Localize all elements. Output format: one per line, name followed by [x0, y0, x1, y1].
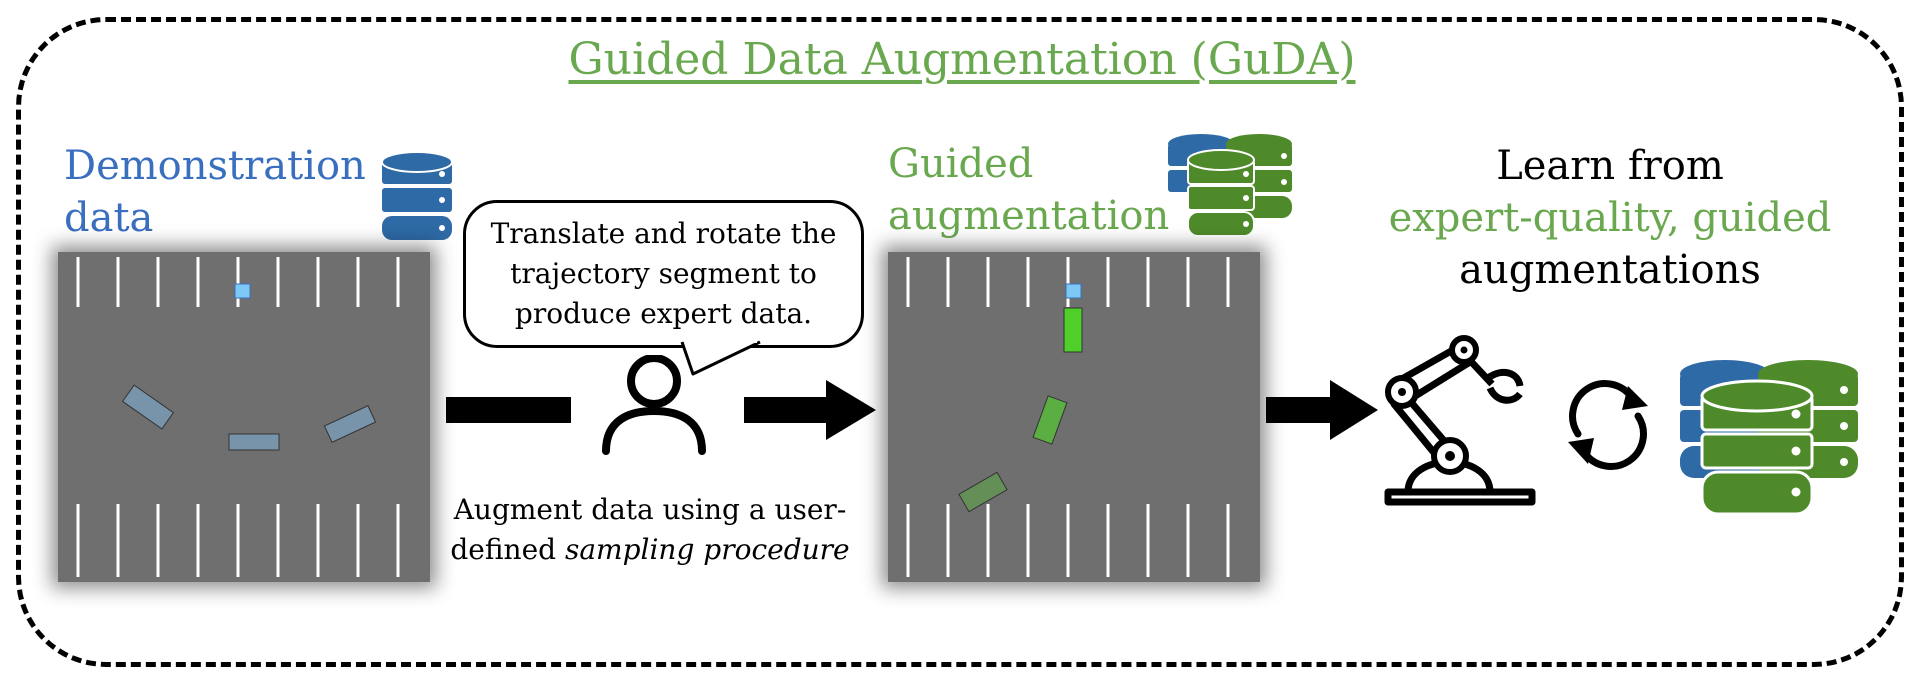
learn-line1: Learn from — [1496, 143, 1724, 189]
car-3 — [323, 405, 377, 443]
guided-label-line2: augmentation — [888, 193, 1170, 239]
dashed-frame — [16, 17, 1904, 667]
speech-bubble-tail — [680, 340, 761, 376]
car-1 — [121, 384, 175, 430]
guided-label-line1: Guided — [888, 141, 1034, 187]
learn-text: Learn from expert-quality, guided augmen… — [1380, 140, 1840, 296]
demo-label-line2: data — [64, 195, 154, 241]
arrow-right-icon — [744, 380, 876, 440]
demo-label-line1: Demonstration — [64, 143, 366, 189]
speech-bubble: Translate and rotate the trajectory segm… — [463, 200, 864, 348]
car-far — [958, 471, 1008, 513]
car-mid — [1032, 395, 1068, 445]
robot-arm-icon — [1384, 335, 1536, 506]
guided-label: Guided augmentation — [888, 138, 1169, 242]
stacked-database-icon — [1168, 134, 1292, 237]
arrow-bar-left — [446, 397, 571, 423]
augment-caption-plain: defined — [450, 533, 565, 566]
car-near — [1063, 307, 1083, 353]
goal-marker — [234, 283, 251, 299]
augment-caption-line2: defined sampling procedure — [430, 530, 870, 570]
goal-marker — [1065, 283, 1082, 299]
database-icon — [381, 151, 453, 240]
speech-bubble-text: Translate and rotate the trajectory segm… — [490, 217, 837, 330]
demo-parking-lot — [58, 252, 430, 582]
refresh-cycle-icon — [1568, 380, 1648, 470]
user-icon — [602, 355, 706, 455]
augment-caption-italic: sampling procedure — [564, 533, 850, 566]
learn-line3: augmentations — [1459, 247, 1761, 293]
learn-line2: expert-quality, guided — [1388, 195, 1832, 241]
car-2 — [228, 433, 280, 451]
diagram-title: Guided Data Augmentation (GuDA) — [568, 34, 1356, 85]
arrow-right-icon-2 — [1266, 380, 1378, 440]
demo-label: Demonstration data — [64, 140, 366, 244]
augment-caption: Augment data using a user- defined sampl… — [430, 490, 870, 570]
augment-caption-line1: Augment data using a user- — [453, 493, 847, 526]
guided-parking-lot — [888, 252, 1260, 582]
big-stacked-database-icon — [1680, 360, 1858, 516]
